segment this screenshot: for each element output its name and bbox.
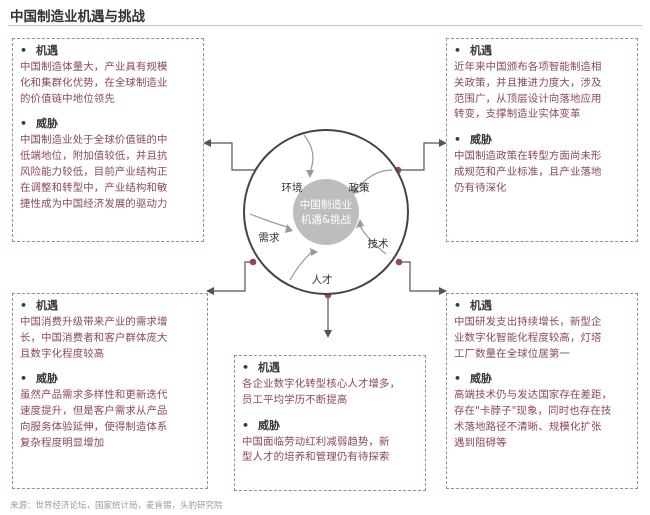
ring-label-tech: 技术 [368,237,389,250]
center-circle [293,179,359,245]
demand-opportunity-text: 中国消费升级带来产业的需求增 长，中国消费者和客户群体庞大 且数字化程度较高 [20,316,168,360]
policy-opportunity-text: 近年来中国颁布各项智能制造相 关政策，并且推进力度大，涉及 范围广，从顶层设计向… [454,61,602,121]
talent-opportunity-text: 各企业数字化转型核心人才增多， 员工平均学历不断提高 [242,378,401,406]
connector-dot-demand [249,258,257,266]
demand-threat-heading: •威胁 [20,372,59,386]
demand-threat-text: 虽然产品需求多样性和更新迭代 速度提升，但是客户需求从产品 向服务体验延伸，使得… [20,389,168,449]
connector-tech [399,261,447,295]
tech-threat-text: 高端技术仍与发达国家存在差距， 存在"卡脖子"现象，同时也存在技 术落地路径不清… [454,389,613,449]
talent-threat-heading: •威胁 [242,418,281,432]
env-threat-text: 中国制造业处于全球价值链的中 低端地位，附加值较低，并且抗 风险能力较低，目前产… [20,134,168,210]
policy-threat-text: 中国制造政策在转型方面尚未形 成规范和产业标准，且产业落地 仍有待深化 [454,150,602,194]
policy-threat-heading: •威胁 [454,133,493,147]
box-technology: •机遇 中国研发支出持续增长，新型企 业数字化智能化程度较高，灯塔 工厂数量在全… [446,293,638,489]
connector-policy [398,139,447,171]
connector-demand [206,261,253,295]
center-title-line1: 中国制造业 [300,198,353,211]
page-title: 中国制造业机遇与挑战 [10,9,145,25]
connector-env [203,139,258,171]
connector-lines [203,139,447,338]
policy-opportunity-heading: •机遇 [454,44,493,57]
talent-opportunity-heading: •机遇 [242,361,281,374]
source-note: 来源：世界经济论坛，国家统计局，麦肯锡，头豹研究院 [10,501,223,511]
talent-threat-text: 中国面临劳动红利减弱趋势，新 型人才的培养和管理仍有待探索 [242,435,390,464]
tech-opportunity-text: 中国研发支出持续增长，新型企 业数字化智能化程度较高，灯塔 工厂数量在全球位居第… [454,316,602,360]
box-demand: •机遇 中国消费升级带来产业的需求增 长，中国消费者和客户群体庞大 且数字化程度… [12,293,208,489]
env-opportunity-heading: •机遇 [20,44,59,57]
connector-dot-tech [395,258,403,266]
demand-opportunity-heading: •机遇 [20,299,59,312]
ring-label-talent: 人才 [312,273,333,286]
ring-label-policy: 政策 [349,181,370,194]
tech-threat-heading: •威胁 [454,372,493,386]
env-threat-heading: •威胁 [20,117,59,131]
title-divider [8,25,642,26]
env-opportunity-text: 中国制造体量大，产业具有规模 化和集群化优势，在全球制造业 的价值链中地位领先 [20,61,168,105]
center-title-line2: 机遇&挑战 [301,213,352,226]
ring-label-demand: 需求 [259,232,280,244]
box-environment: •机遇 中国制造体量大，产业具有规模 化和集群化优势，在全球制造业 的价值链中地… [12,38,204,242]
tech-opportunity-heading: •机遇 [454,299,493,312]
box-talent: •机遇 各企业数字化转型核心人才增多， 员工平均学历不断提高 •威胁 中国面临劳… [234,355,426,491]
ring-label-env: 环境 [282,181,303,194]
box-policy: •机遇 近年来中国颁布各项智能制造相 关政策，并且推进力度大，涉及 范围广，从顶… [446,38,638,242]
cycle-arrow-heads [285,170,364,256]
